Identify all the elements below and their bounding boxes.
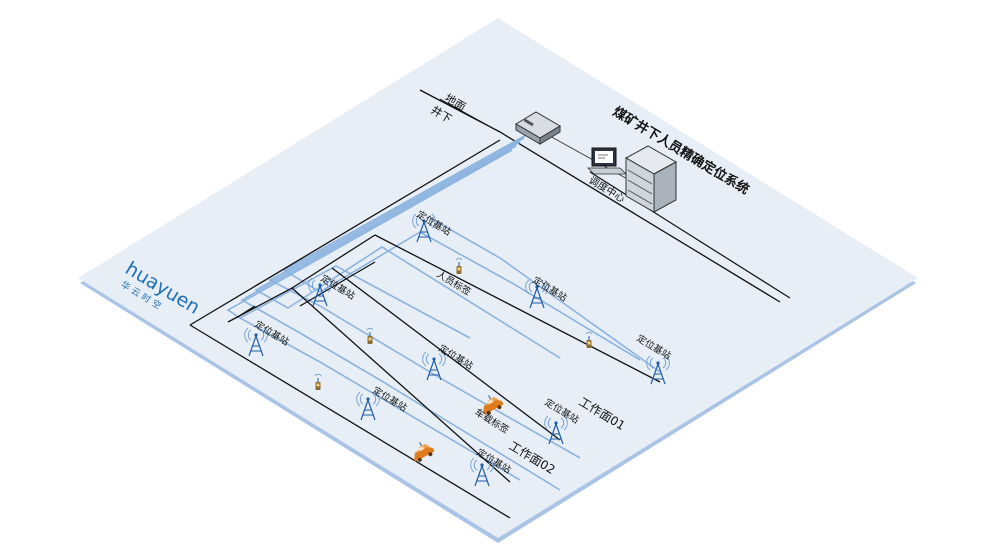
network-switch-icon (515, 111, 561, 145)
dispatch-baseline (589, 171, 791, 299)
surface-divider (419, 89, 781, 303)
tunnel-rails (189, 139, 661, 519)
laptop-icon (587, 147, 627, 175)
isometric-platform (78, 18, 918, 543)
server-rack-icon (624, 145, 678, 213)
